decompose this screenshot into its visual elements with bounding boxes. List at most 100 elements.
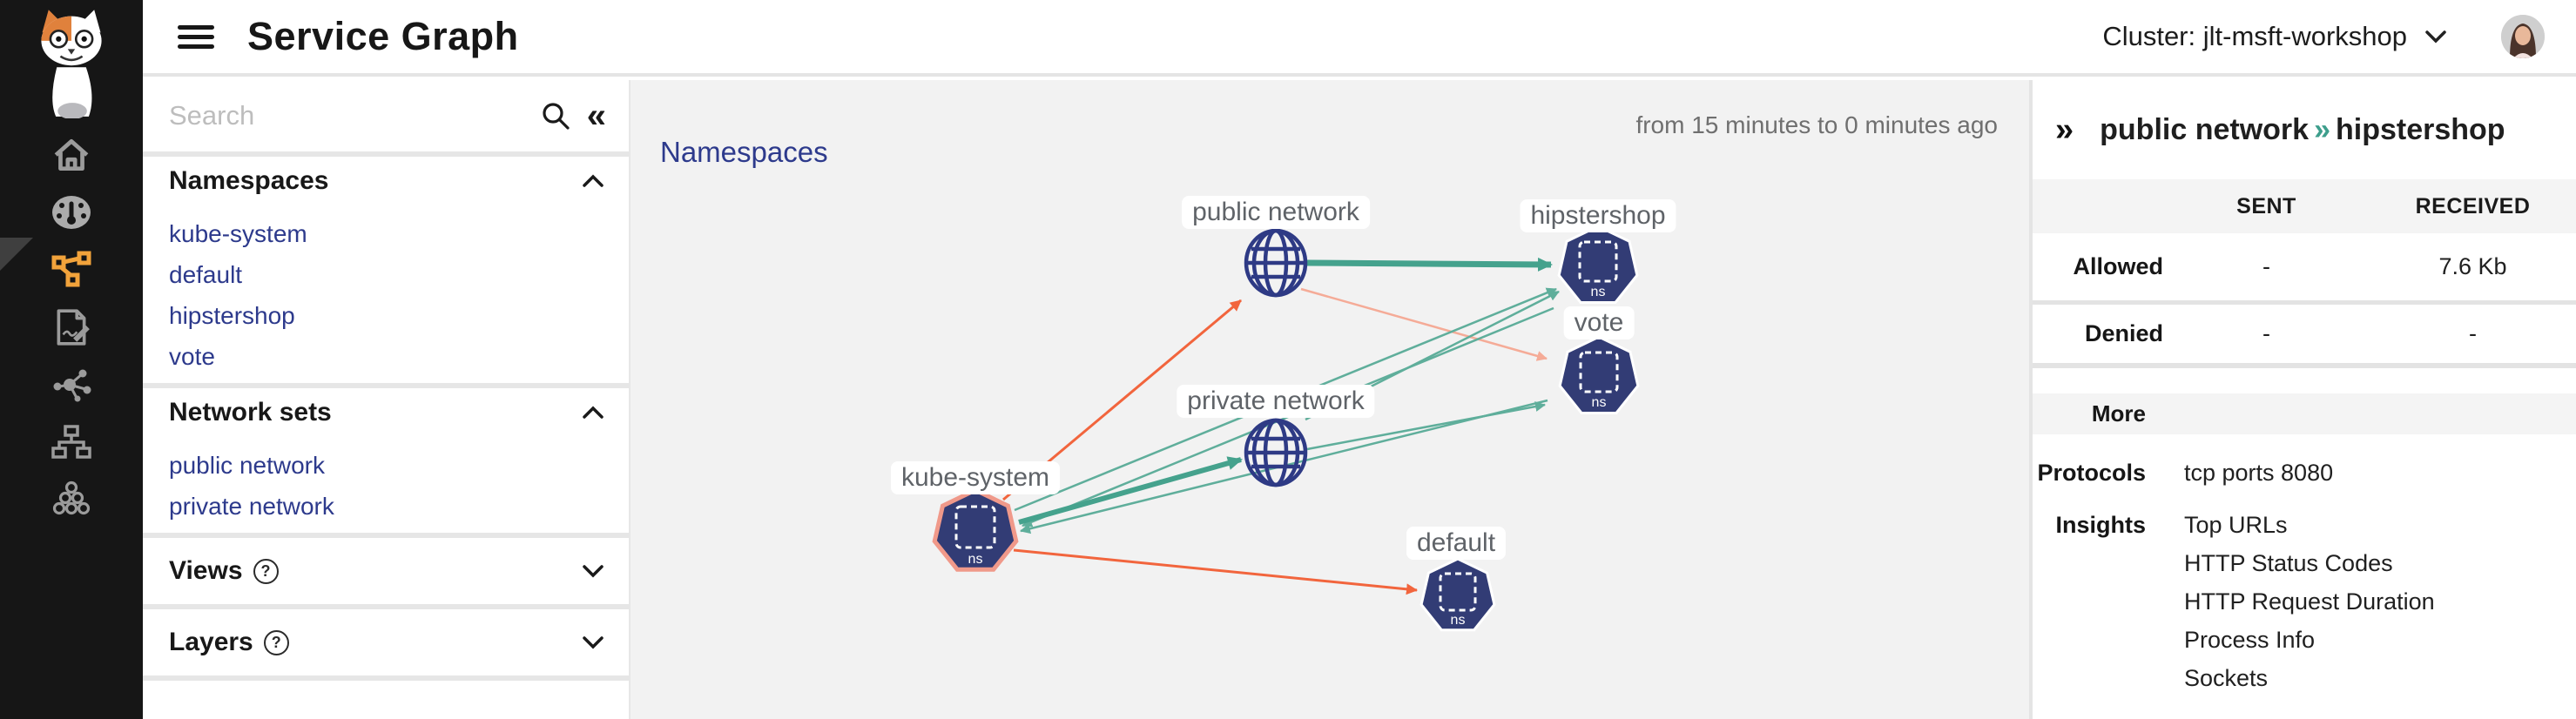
sidebar-item-default[interactable]: default <box>169 261 243 288</box>
edge-kube-system-to-default[interactable] <box>1013 548 1418 595</box>
cluster-dropdown[interactable]: Cluster: jlt-msft-workshop <box>2102 21 2447 52</box>
denied-sent-value: - <box>2262 320 2270 346</box>
insight-item: HTTP Request Duration <box>2184 588 2435 615</box>
rail-item-policies[interactable] <box>0 299 143 356</box>
section-namespaces: Namespaces kube-system default hipstersh… <box>143 157 629 388</box>
edge-public-network-to-hipstershop-selected[interactable] <box>1306 257 1553 272</box>
node-label-hipstershop[interactable]: hipstershop <box>1520 199 1676 232</box>
chevron-up-icon <box>582 406 604 420</box>
section-title: Namespaces <box>169 166 329 195</box>
chevron-down-icon <box>582 635 604 649</box>
node-kube-system[interactable]: ns <box>932 487 1019 572</box>
rail-item-service-graph[interactable] <box>0 238 143 299</box>
row-label: Allowed <box>2073 253 2163 279</box>
insight-item: HTTP Status Codes <box>2184 550 2393 576</box>
node-hipstershop[interactable]: ns <box>1557 225 1639 304</box>
node-label-vote[interactable]: vote <box>1563 306 1635 339</box>
graph-view-title: Namespaces <box>660 136 828 168</box>
section-title: Network sets <box>169 398 332 427</box>
rail-item-hierarchy[interactable] <box>0 413 143 471</box>
sidebar-item-kube-system[interactable]: kube-system <box>169 220 307 247</box>
service-graph-icon <box>51 251 92 289</box>
chevron-down-icon <box>2425 30 2446 44</box>
hierarchy-icon <box>51 423 92 461</box>
denied-received-value: - <box>2469 320 2477 346</box>
node-label-default[interactable]: default <box>1406 527 1507 560</box>
more-section-header: More <box>2033 393 2576 434</box>
allowed-received-value: 7.6 Kb <box>2438 253 2507 279</box>
sidebar-item-private-network[interactable]: private network <box>169 493 334 520</box>
node-vote[interactable]: ns <box>1558 335 1640 414</box>
row-label: Denied <box>2084 320 2163 346</box>
panel-expand-icon[interactable]: » <box>2055 111 2074 148</box>
breadcrumb-source: public network <box>2100 112 2310 146</box>
graph-svg: ns ns ns ns <box>932 225 1640 632</box>
time-range-label: from 15 minutes to 0 minutes ago <box>1635 111 1998 138</box>
allowed-sent-value: - <box>2262 253 2270 279</box>
edge-details-panel: » public network»hipstershop SENT RECEIV… <box>2029 80 2576 719</box>
search-input[interactable] <box>169 100 540 131</box>
breadcrumb-separator-icon: » <box>2314 112 2330 146</box>
table-row-allowed: Allowed - 7.6 Kb <box>2033 233 2576 305</box>
service-graph-canvas[interactable]: Namespaces from 15 minutes to 0 minutes … <box>629 80 2029 719</box>
policy-edit-icon <box>51 307 91 347</box>
edge-private-network-to-vote[interactable] <box>1306 401 1546 451</box>
sidebar-collapse-icon[interactable]: « <box>586 97 606 135</box>
traffic-table-header: SENT RECEIVED <box>2033 179 2576 233</box>
node-label-public-network[interactable]: public network <box>1182 196 1370 229</box>
section-namespaces-header[interactable]: Namespaces <box>143 157 629 205</box>
breadcrumb-target: hipstershop <box>2335 112 2505 146</box>
column-header-received: RECEIVED <box>2415 193 2531 218</box>
user-avatar[interactable] <box>2501 15 2545 58</box>
ns-badge: ns <box>1451 613 1466 628</box>
chevron-down-icon <box>582 564 604 578</box>
node-label-kube-system[interactable]: kube-system <box>890 461 1061 494</box>
insights-row: Insights Top URLs HTTP Status Codes HTTP… <box>2033 506 2576 697</box>
section-network-sets: Network sets public network private netw… <box>143 388 629 538</box>
section-network-sets-header[interactable]: Network sets <box>143 388 629 437</box>
ns-badge: ns <box>1591 285 1606 299</box>
home-icon <box>51 135 91 175</box>
edge-kube-system-to-private-network[interactable] <box>1018 456 1243 525</box>
rail-item-flow-visualizations[interactable] <box>0 356 143 413</box>
section-layers-header[interactable]: Layers ? <box>143 609 629 675</box>
insights-label: Insights <box>2055 512 2146 538</box>
insight-item: Sockets <box>2184 665 2269 691</box>
ns-badge: ns <box>968 552 983 567</box>
chevron-up-icon <box>582 174 604 188</box>
calico-cat-logo <box>41 10 102 118</box>
insights-list: Top URLs HTTP Status Codes HTTP Request … <box>2184 506 2435 697</box>
node-public-network[interactable] <box>1244 228 1308 298</box>
flow-molecule-icon <box>51 366 92 404</box>
edge-public-network-to-vote[interactable] <box>1300 287 1548 361</box>
help-icon[interactable]: ? <box>263 629 289 655</box>
section-views: Views ? <box>143 538 629 609</box>
column-header-sent: SENT <box>2236 193 2296 218</box>
ns-badge: ns <box>1592 395 1607 410</box>
sidebar-item-hipstershop[interactable]: hipstershop <box>169 302 295 329</box>
menu-hamburger-icon[interactable] <box>178 20 214 54</box>
section-views-header[interactable]: Views ? <box>143 538 629 604</box>
breadcrumb: public network»hipstershop <box>2100 113 2505 147</box>
graph-sidebar: « Namespaces kube-system default hipster… <box>143 80 629 719</box>
rail-item-dashboard[interactable] <box>0 184 143 241</box>
node-label-private-network[interactable]: private network <box>1177 385 1375 418</box>
rail-item-clusters[interactable] <box>0 471 143 528</box>
sidebar-item-public-network[interactable]: public network <box>169 452 325 479</box>
sidebar-item-vote[interactable]: vote <box>169 343 215 370</box>
section-title: Layers <box>169 628 253 656</box>
page-title: Service Graph <box>247 14 519 58</box>
node-default[interactable]: ns <box>1419 557 1496 632</box>
search-icon[interactable] <box>540 100 571 131</box>
insight-item: Top URLs <box>2184 512 2288 538</box>
protocols-row: Protocols tcp ports 8080 <box>2033 454 2576 492</box>
help-icon[interactable]: ? <box>253 558 279 584</box>
dashboard-gauge-icon <box>51 193 92 232</box>
more-section-title: More <box>2091 400 2146 427</box>
nav-rail <box>0 0 143 719</box>
node-private-network[interactable] <box>1244 418 1308 487</box>
rail-nav <box>0 126 143 528</box>
table-row-denied: Denied - - <box>2033 305 2576 368</box>
rail-item-home[interactable] <box>0 126 143 184</box>
